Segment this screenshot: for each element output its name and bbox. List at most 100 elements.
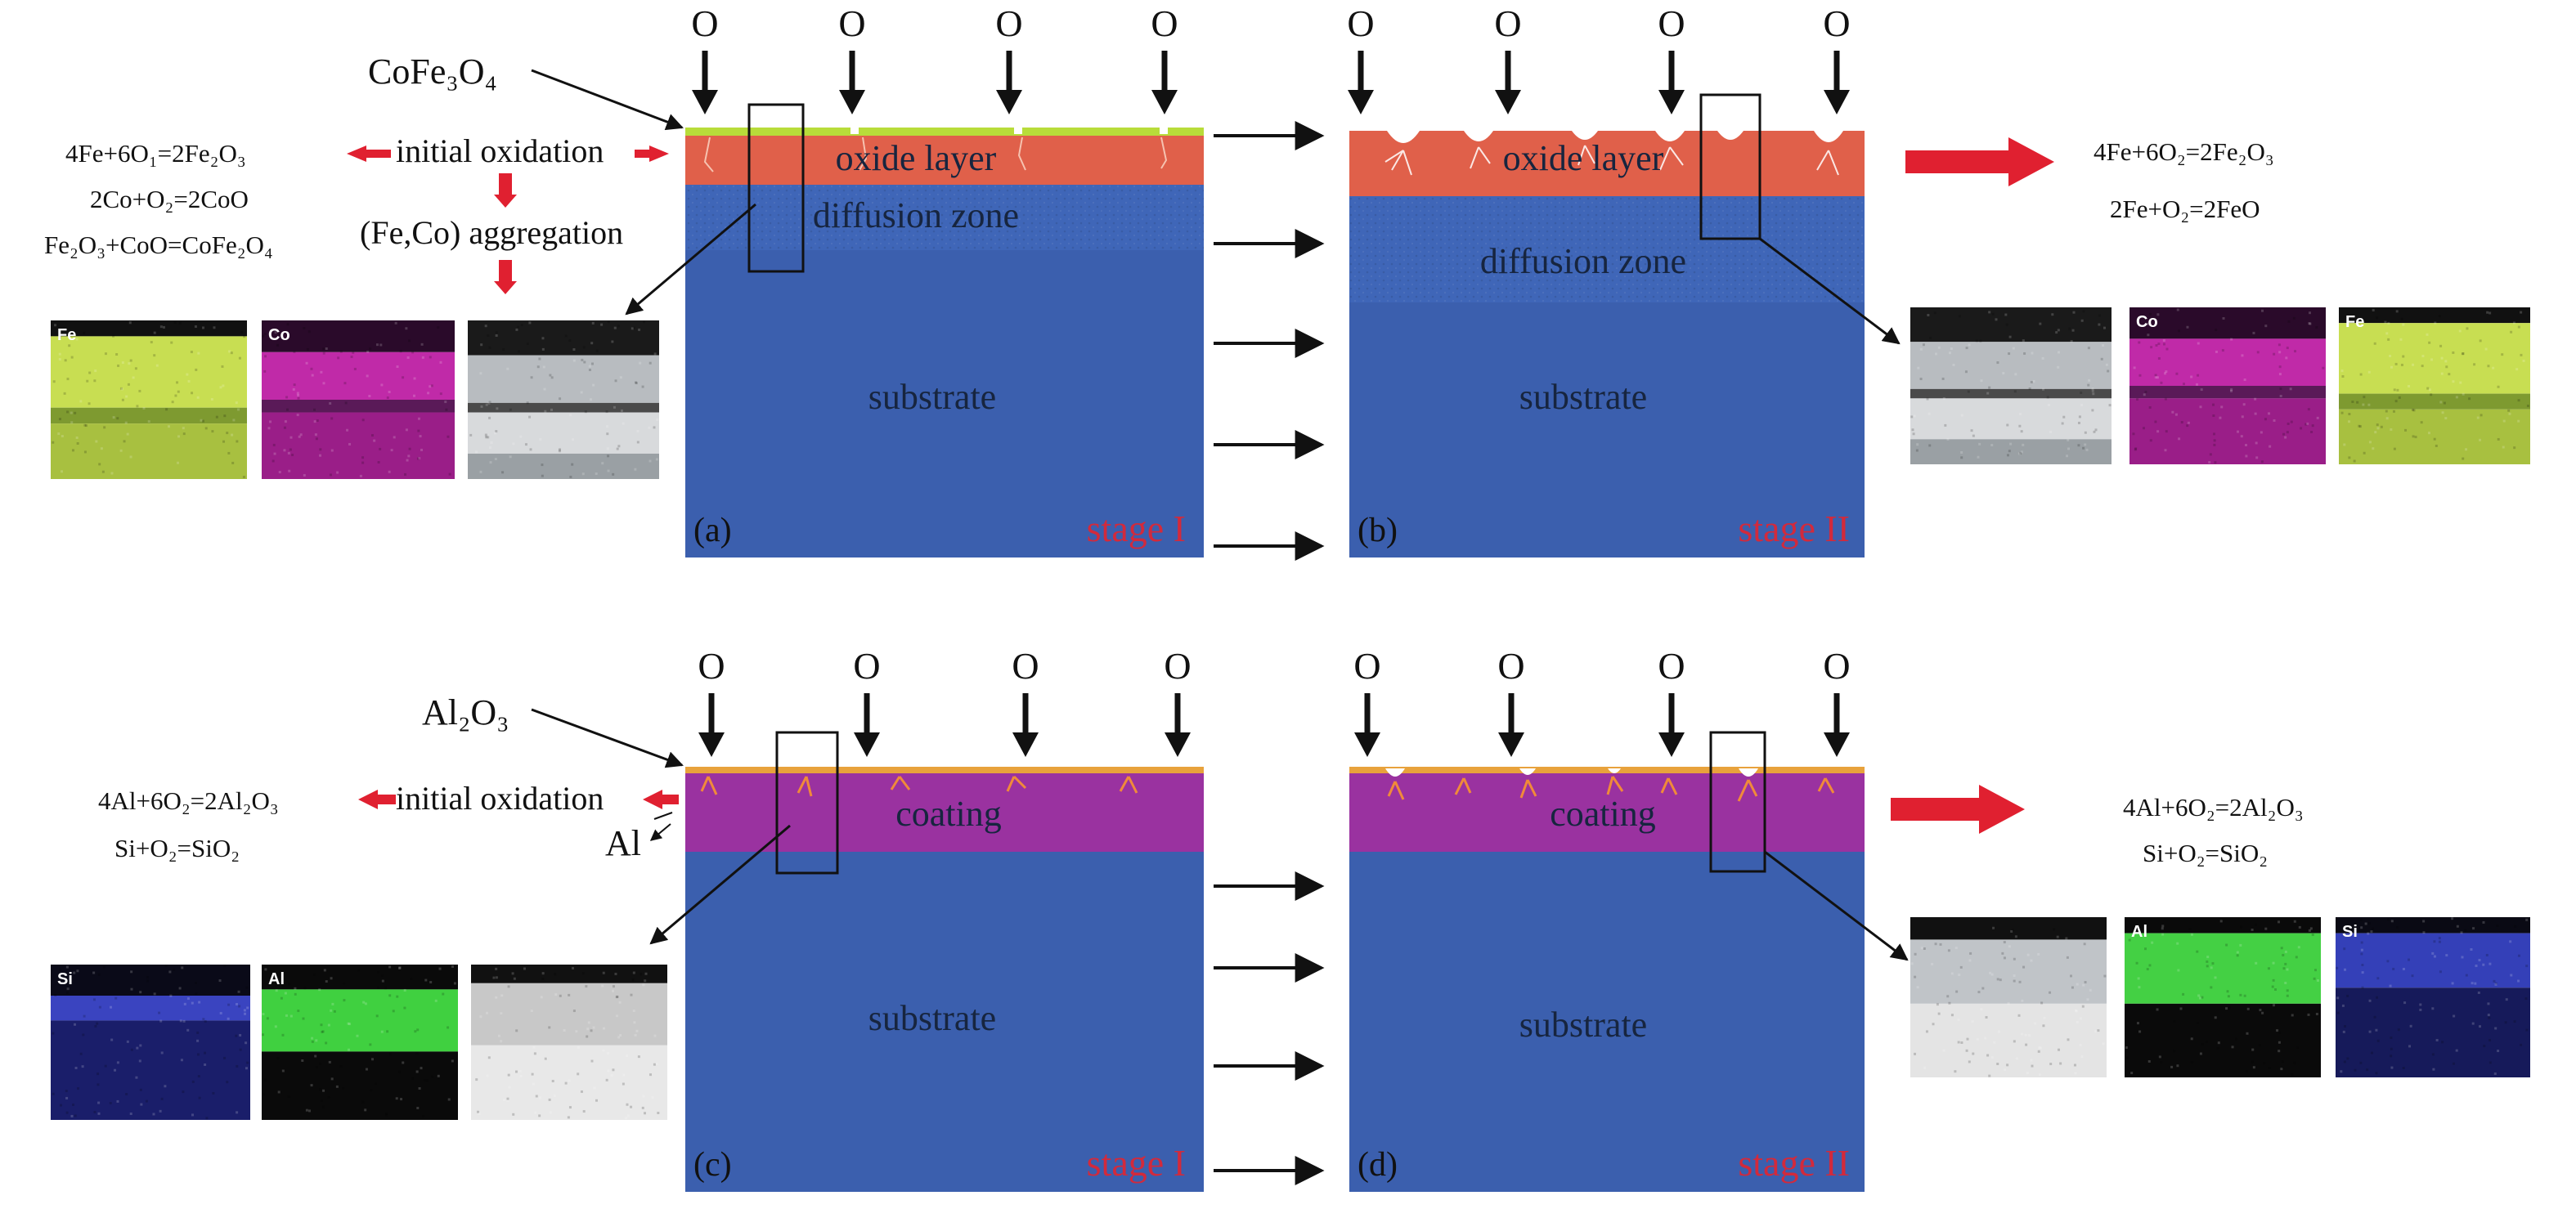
- magnify-box: [1699, 93, 1761, 240]
- red-down-arrow: [494, 260, 517, 294]
- sem-cross-section: [468, 320, 659, 479]
- fe-eds-map: Fe: [51, 320, 247, 479]
- cofe2o4-film: [685, 128, 1204, 136]
- magnify-pointer-arrow: [649, 824, 791, 945]
- stage-label: stage II: [1738, 508, 1850, 549]
- red-left-arrow: [643, 790, 679, 809]
- oxygen-label: O: [1658, 2, 1685, 44]
- oxygen-label: O: [1151, 2, 1178, 44]
- oxide-layer-region: [685, 134, 1204, 185]
- red-left-arrow: [347, 146, 391, 162]
- oxygen-label: O: [1347, 2, 1374, 44]
- panel-letter: (a): [693, 512, 732, 549]
- equation: 4Fe+6O₂=2Fe₂O₃: [2094, 137, 2274, 166]
- oxygen-label: O: [1823, 645, 1850, 687]
- magnify-pointer-arrow: [625, 203, 756, 316]
- oxygen-arrow: O: [995, 2, 1023, 114]
- oxygen-label: O: [1494, 2, 1521, 44]
- oxygen-label: O: [1164, 645, 1191, 687]
- coating-cracks: [1387, 776, 1835, 802]
- red-arrows: [347, 137, 2054, 834]
- element-label: Si: [57, 970, 73, 988]
- oxygen-label: O: [1823, 2, 1850, 44]
- substrate-label: substrate: [1519, 1005, 1647, 1045]
- magnify-box: [775, 731, 839, 875]
- coating-cracks: [700, 775, 1138, 797]
- al2o3-film-pointer-arrow: [531, 708, 684, 768]
- substrate-label: substrate: [868, 998, 996, 1038]
- si-eds-map: Si: [2336, 917, 2530, 1077]
- oxygen-arrow: O: [1164, 645, 1192, 757]
- fe-eds-map: Fe: [2339, 307, 2530, 464]
- red-left-arrow: [358, 790, 396, 809]
- magnify-pointer-arrow: [1764, 850, 1909, 961]
- panel-letter: (c): [693, 1146, 732, 1184]
- red-right-arrow: [1891, 785, 2025, 834]
- al2o3-film: [685, 767, 1204, 773]
- equation: 4Fe+6O₁=2Fe₂O₃: [65, 139, 246, 168]
- oxygen-arrow: O: [1658, 2, 1685, 114]
- oxygen-arrow: O: [1823, 2, 1851, 114]
- magnify-box: [1709, 731, 1766, 873]
- stage-label: stage I: [1087, 1142, 1186, 1184]
- sem-cross-section: [471, 965, 667, 1120]
- oxygen-arrow: O: [1823, 645, 1851, 757]
- oxygen-label: O: [1353, 645, 1380, 687]
- coating-region: [685, 773, 1204, 852]
- oxygen-label: O: [1497, 645, 1524, 687]
- oxide-layer-region: [1349, 131, 1865, 196]
- cofe2o4-label: CoFe₃O₄: [368, 51, 497, 92]
- oxygen-arrow: O: [698, 645, 725, 757]
- sem-cross-section: [1910, 307, 2112, 464]
- oxygen-arrow: O: [1494, 2, 1522, 114]
- step-label: (Fe,Co) aggregation: [360, 214, 623, 251]
- oxide-cracks: [703, 137, 1168, 172]
- al-eds-map: Al: [2125, 917, 2321, 1077]
- stage-transition-arrows: [1214, 121, 1325, 1185]
- oxide-layer-label: oxide layer: [1503, 138, 1664, 178]
- oxygen-arrow: O: [838, 2, 866, 114]
- element-label: Al: [268, 970, 285, 988]
- panel-c: coating substrate (c) stage I: [685, 731, 1204, 1192]
- red-left-arrow: [635, 146, 669, 162]
- oxygen-arrow: O: [1151, 2, 1178, 114]
- panel-d: coating substrate (d) stage II: [1349, 731, 1865, 1192]
- oxygen-arrow: O: [691, 2, 719, 114]
- red-right-arrow: [1905, 137, 2054, 186]
- magnify-box: [747, 103, 805, 273]
- oxygen-arrow: O: [853, 645, 881, 757]
- substrate-label: substrate: [1519, 377, 1647, 417]
- element-label: Fe: [57, 326, 76, 344]
- panel-letter: (b): [1358, 512, 1398, 549]
- element-label: Co: [2136, 313, 2158, 331]
- oxide-layer-label: oxide layer: [836, 138, 997, 178]
- oxygen-label: O: [698, 645, 725, 687]
- element-label: Fe: [2345, 313, 2364, 331]
- equation: 2Fe+O₂=2FeO: [2110, 195, 2260, 223]
- substrate-label: substrate: [868, 377, 996, 417]
- red-down-arrow: [494, 173, 517, 208]
- panel-letter: (d): [1358, 1146, 1398, 1184]
- equation: 4Al+6O₂=2Al₂O₃: [2123, 793, 2304, 822]
- oxygen-label: O: [1658, 645, 1685, 687]
- oxygen-label: O: [853, 645, 880, 687]
- equation: Si+O₂=SiO₂: [114, 834, 240, 862]
- magnify-pointer-arrow: [1759, 237, 1901, 345]
- stage-label: stage I: [1087, 508, 1186, 549]
- panel-b: oxide layer diffusion zone substrate (b)…: [1349, 93, 1865, 557]
- oxide-cracks: [1384, 145, 1839, 176]
- equation: 4Al+6O₂=2Al₂O₃: [98, 786, 279, 815]
- equation: Si+O₂=SiO₂: [2143, 839, 2268, 867]
- oxygen-arrow: O: [1658, 645, 1685, 757]
- equation: Fe₂O₃+CoO=CoFe₂O₄: [44, 231, 273, 259]
- oxygen-arrow: O: [1497, 645, 1525, 757]
- oxygen-arrow: O: [1353, 645, 1381, 757]
- surface-pits: [1387, 131, 1843, 143]
- diffusion-zone-label: diffusion zone: [813, 195, 1019, 235]
- surface-pits: [1385, 768, 1758, 777]
- cofe-film-pointer-arrow: [531, 69, 684, 131]
- al-eds-map: Al: [262, 965, 458, 1120]
- step-label: initial oxidation: [396, 780, 604, 817]
